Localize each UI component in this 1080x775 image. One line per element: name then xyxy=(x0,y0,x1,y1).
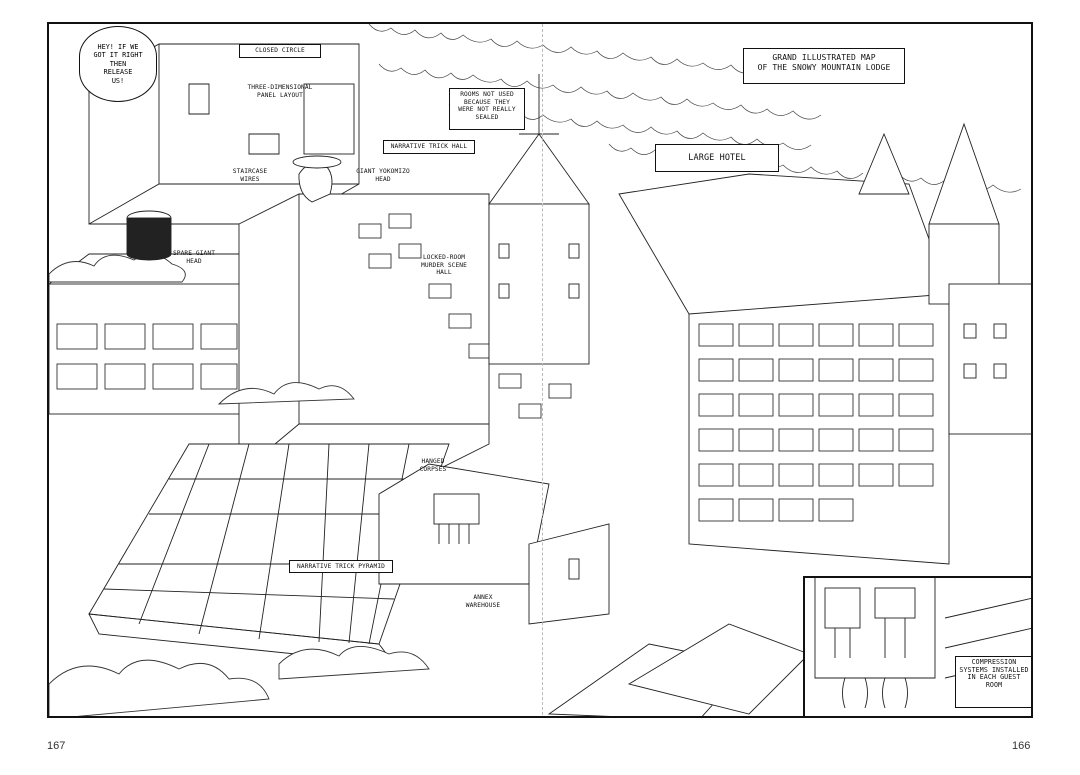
label-narrative-trick-pyramid: NARRATIVE TRICK PYRAMID xyxy=(289,560,393,573)
label-large-hotel: LARGE HOTEL xyxy=(655,144,779,172)
label-compression-systems: COMPRESSION SYSTEMS INSTALLED IN EACH GU… xyxy=(955,656,1031,708)
octagonal-tower xyxy=(488,74,590,365)
label-staircase-wires: STAIRCASE WIRES xyxy=(232,168,268,183)
map-title: GRAND ILLUSTRATED MAP OF THE SNOWY MOUNT… xyxy=(743,48,905,84)
label-giant-yokomizo-head: GIANT YOKOMIZO HEAD xyxy=(356,168,410,183)
corpses-building xyxy=(378,463,550,585)
speech-bubble: HEY! IF WE GOT IT RIGHT THEN RELEASE US! xyxy=(79,26,157,102)
label-three-dimensional-panel: THREE-DIMENSIONAL PANEL LAYOUT xyxy=(247,84,313,99)
inset-illustration xyxy=(814,578,1031,709)
large-hotel xyxy=(618,173,950,565)
page-number-left: 167 xyxy=(47,740,66,752)
giant-head-figure xyxy=(292,155,342,203)
label-closed-circle: CLOSED CIRCLE xyxy=(239,44,321,58)
page-number-right: 166 xyxy=(1012,740,1031,752)
label-spare-giant-head: SPARE GIANT HEAD xyxy=(172,250,216,265)
label-hanged-corpses: HANGED CORPSES xyxy=(419,458,447,473)
left-building xyxy=(49,253,286,415)
label-locked-room-murder-scene: LOCKED-ROOM MURDER SCENE HALL xyxy=(421,254,467,276)
compression-inset-panel: COMPRESSION SYSTEMS INSTALLED IN EACH GU… xyxy=(803,576,1031,716)
page-gutter xyxy=(542,24,543,716)
lodge-illustration xyxy=(49,24,1031,716)
label-narrative-trick-hall: NARRATIVE TRICK HALL xyxy=(383,140,475,154)
clouds xyxy=(49,253,430,716)
annex-warehouse xyxy=(528,523,610,625)
lower-roofs xyxy=(547,623,810,716)
label-annex-warehouse: ANNEX WAREHOUSE xyxy=(465,594,501,609)
spare-head-drum xyxy=(126,210,172,261)
label-rooms-not-used: ROOMS NOT USED BECAUSE THEY WERE NOT REA… xyxy=(449,88,525,130)
manga-spread-panel: HEY! IF WE GOT IT RIGHT THEN RELEASE US!… xyxy=(47,22,1033,718)
upper-left-complex xyxy=(88,43,360,225)
right-towers xyxy=(858,122,1031,435)
